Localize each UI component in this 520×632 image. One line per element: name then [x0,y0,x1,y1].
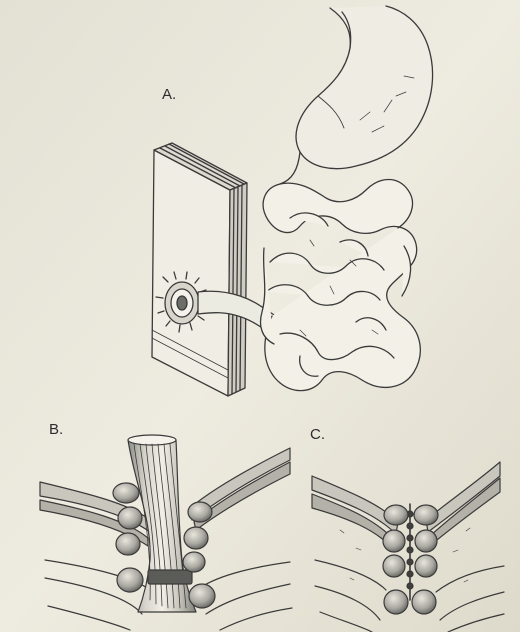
panel-a-label: A. [162,86,176,103]
panel-b-label: B. [49,421,63,438]
abdominal-wall-block [152,143,247,396]
panel-c-label: C. [310,426,325,443]
